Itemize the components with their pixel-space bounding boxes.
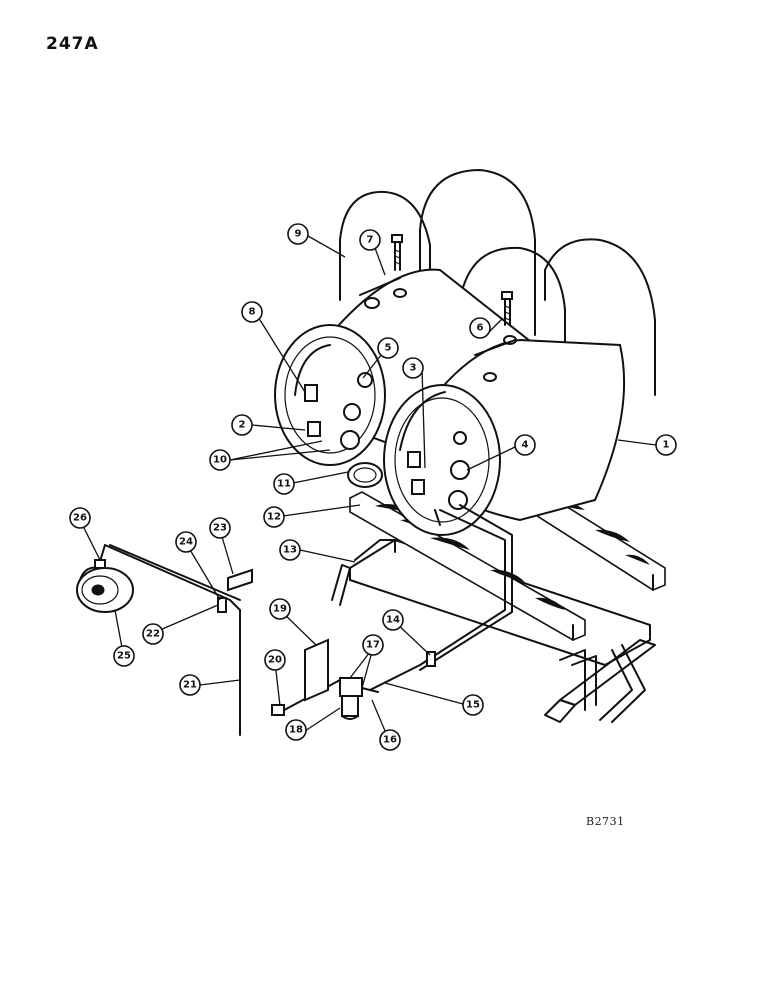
air-gauge (76, 559, 134, 613)
air-tank-front (383, 335, 626, 536)
svg-text:23: 23 (213, 523, 227, 534)
svg-text:5: 5 (385, 343, 392, 354)
callout-9: 9 (287, 223, 309, 245)
callout-6: 6 (469, 317, 491, 339)
callout-24: 24 (175, 531, 197, 553)
page-number: 247A (46, 34, 99, 54)
svg-text:18: 18 (289, 725, 303, 736)
bracket-23 (227, 568, 253, 592)
filter-valve (339, 677, 379, 720)
svg-text:6: 6 (477, 323, 484, 334)
svg-text:10: 10 (213, 455, 227, 466)
bolt-7 (359, 234, 403, 296)
svg-text:14: 14 (386, 615, 400, 626)
callout-1: 1 (655, 434, 677, 456)
svg-text:17: 17 (366, 640, 380, 651)
callout-13: 13 (279, 539, 301, 561)
callout-17: 17 (362, 634, 384, 656)
svg-text:3: 3 (410, 363, 417, 374)
callout-26: 26 (69, 507, 91, 529)
callout-11: 11 (273, 473, 295, 495)
svg-text:24: 24 (179, 537, 193, 548)
svg-text:26: 26 (73, 513, 87, 524)
callout-7: 7 (359, 229, 381, 251)
svg-text:13: 13 (283, 545, 297, 556)
callout-5: 5 (377, 337, 399, 359)
svg-text:21: 21 (183, 680, 197, 691)
callout-20: 20 (264, 649, 286, 671)
callout-4: 4 (514, 434, 536, 456)
svg-text:25: 25 (117, 651, 131, 662)
callout-10: 10 (209, 449, 231, 471)
svg-text:7: 7 (367, 235, 374, 246)
callout-25: 25 (113, 645, 135, 667)
callout-2: 2 (231, 414, 253, 436)
callout-18: 18 (285, 719, 307, 741)
callout-14: 14 (382, 609, 404, 631)
clamp-24 (217, 597, 227, 613)
callout-22: 22 (142, 623, 164, 645)
callout-8: 8 (241, 301, 263, 323)
tank-straps (339, 169, 656, 451)
svg-text:16: 16 (383, 735, 397, 746)
clamp-14 (426, 651, 436, 667)
callout-21: 21 (179, 674, 201, 696)
bracket-19 (304, 638, 329, 702)
svg-text:1: 1 (663, 440, 670, 451)
air-lines (97, 504, 513, 736)
callout-19: 19 (269, 598, 291, 620)
callout-23: 23 (209, 517, 231, 539)
svg-text:4: 4 (522, 440, 529, 451)
svg-text:20: 20 (268, 655, 282, 666)
svg-text:8: 8 (249, 307, 256, 318)
gasket-ring (347, 462, 383, 488)
svg-text:12: 12 (267, 512, 281, 523)
svg-text:2: 2 (239, 420, 246, 431)
callout-12: 12 (263, 506, 285, 528)
fitting-20 (271, 704, 285, 716)
callout-16: 16 (379, 729, 401, 751)
mounting-frame (331, 539, 656, 723)
svg-text:15: 15 (466, 700, 480, 711)
svg-text:19: 19 (273, 604, 287, 615)
svg-text:22: 22 (146, 629, 160, 640)
callout-15: 15 (462, 694, 484, 716)
callout-3: 3 (402, 357, 424, 379)
bolt-6 (474, 291, 516, 356)
svg-text:11: 11 (277, 479, 291, 490)
figure-code: B2731 (586, 815, 625, 828)
svg-text:9: 9 (295, 229, 302, 240)
